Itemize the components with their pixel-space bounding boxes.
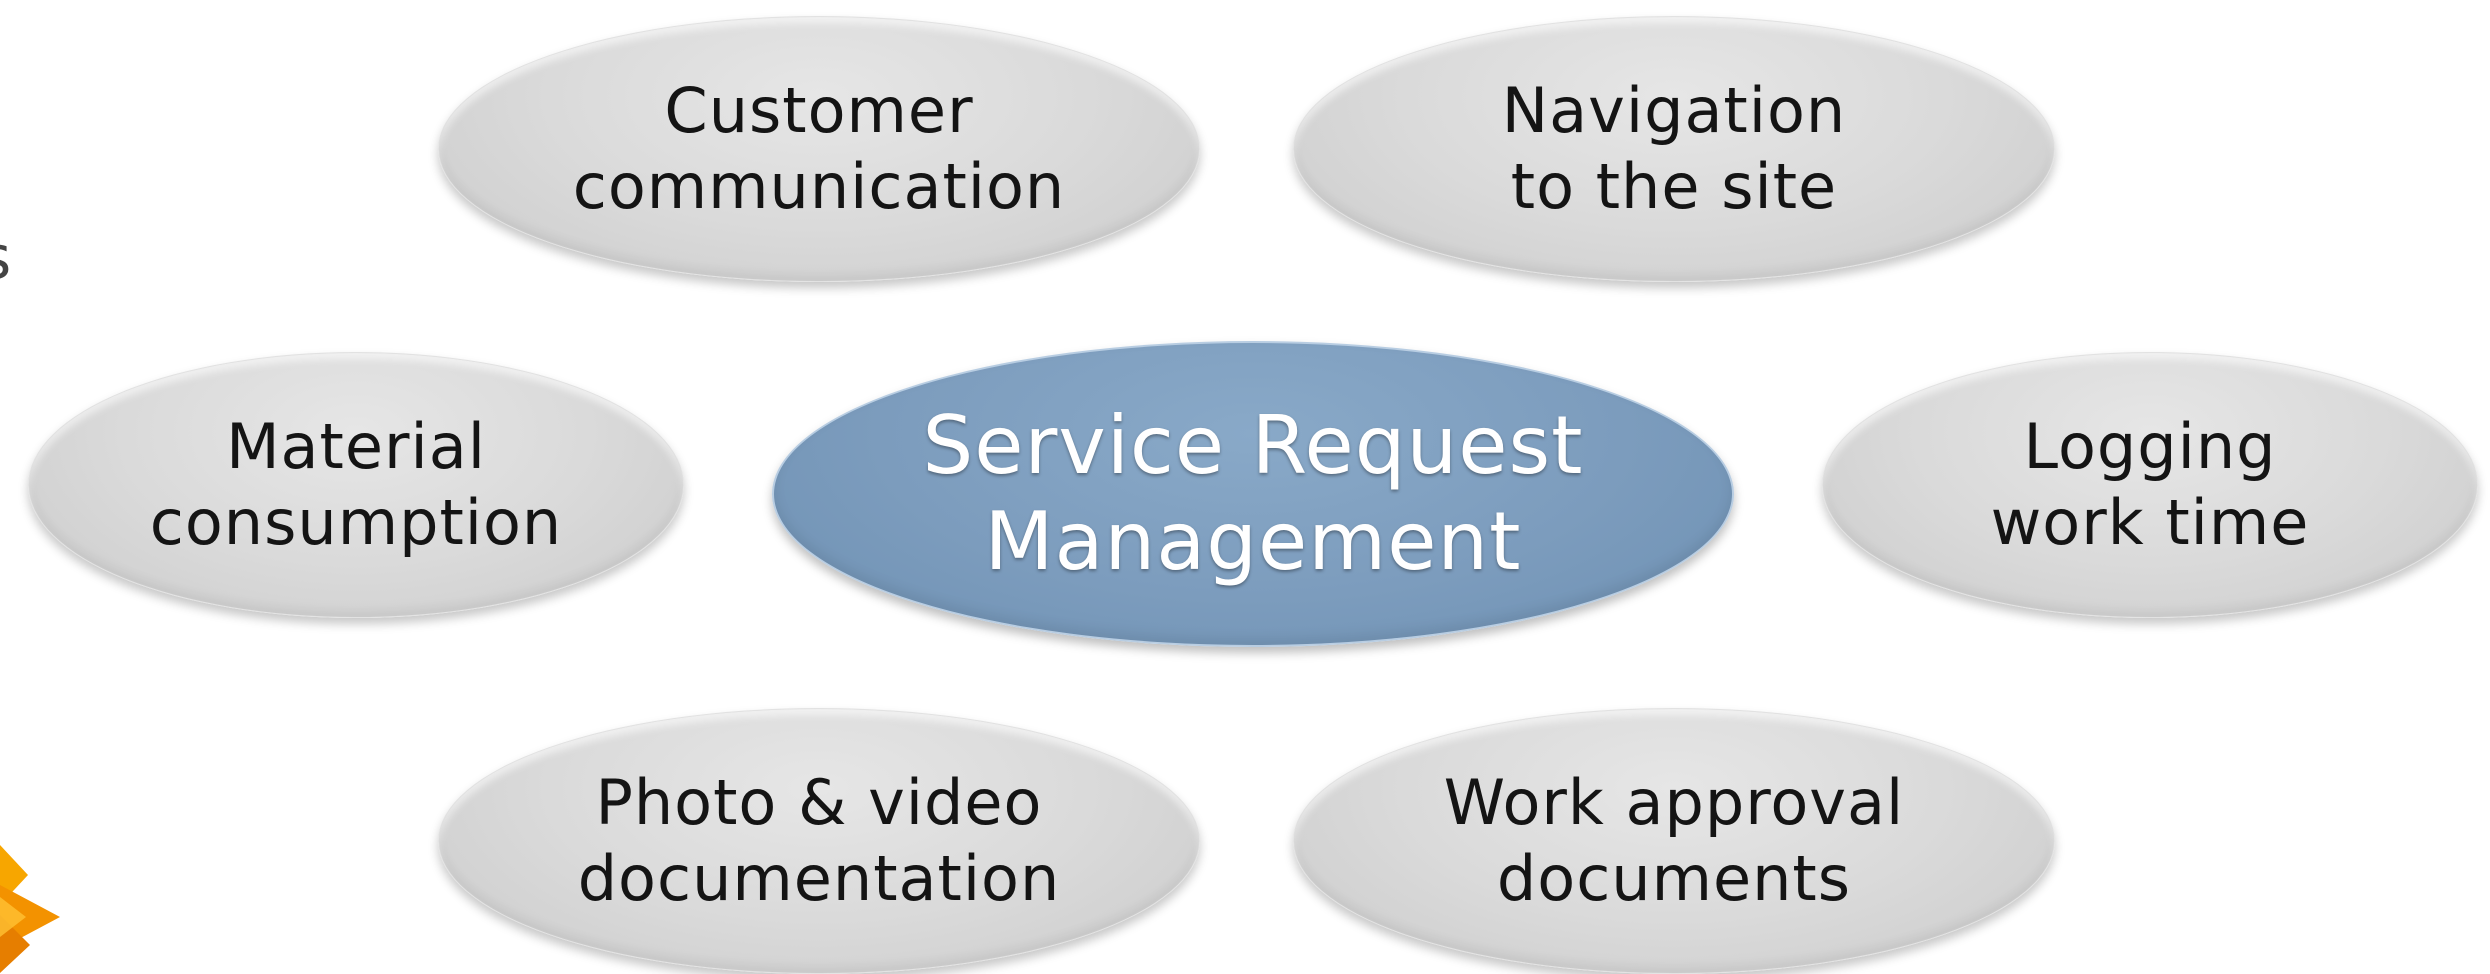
node-logging-work-time: Logging work time <box>1822 352 2478 618</box>
node-customer-line2: communication <box>572 150 1066 223</box>
edge-text-fragment: s <box>0 228 11 288</box>
center-service-request-management: Service Request Management <box>772 341 1734 647</box>
node-photo-line2: documentation <box>577 842 1061 915</box>
node-navigation-line2: to the site <box>1510 150 1838 223</box>
node-material-line1: Material <box>226 410 486 483</box>
node-customer-line1: Customer <box>664 74 974 147</box>
node-navigation-line1: Navigation <box>1501 74 1847 147</box>
node-approval-line2: documents <box>1496 842 1852 915</box>
node-logging-line2: work time <box>1990 486 2310 559</box>
center-line2: Management <box>984 495 1522 588</box>
node-logging-line1: Logging <box>2023 410 2277 483</box>
center-line1: Service Request <box>922 399 1584 492</box>
node-photo-line1: Photo & video <box>595 766 1043 839</box>
node-material-line2: consumption <box>149 486 563 559</box>
logo-mark-icon <box>0 845 60 973</box>
node-material-consumption: Material consumption <box>28 352 684 618</box>
node-customer-communication: Customer communication <box>438 16 1200 282</box>
node-photo-video-documentation: Photo & video documentation <box>438 708 1200 974</box>
node-navigation-to-site: Navigation to the site <box>1293 16 2055 282</box>
node-approval-line1: Work approval <box>1443 766 1905 839</box>
node-work-approval-documents: Work approval documents <box>1293 708 2055 974</box>
